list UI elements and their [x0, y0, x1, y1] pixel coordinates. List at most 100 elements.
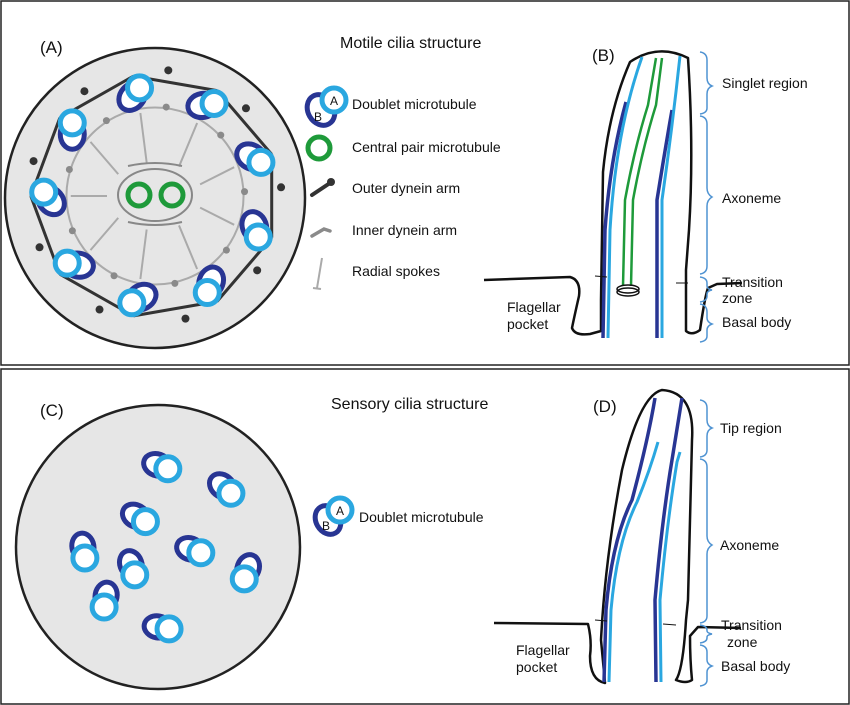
sensory-cross-section — [14, 403, 302, 691]
doublet-microtubule — [29, 177, 67, 218]
a-tubule — [52, 248, 82, 278]
doublet-ring — [29, 73, 276, 318]
legend-radial-spoke-icon — [312, 257, 323, 290]
outer-dynein-arm — [80, 87, 89, 96]
motile-title: Motile cilia structure — [340, 35, 481, 52]
panel-bottom-frame — [0, 368, 850, 705]
doublet-microtubule — [57, 108, 87, 152]
outer-dynein-arm — [95, 305, 104, 314]
outer-dynein-arm — [181, 314, 190, 323]
inner-dynein-group — [65, 103, 249, 287]
motile-cross-section — [3, 46, 307, 350]
sensory-doublet-b-right — [653, 397, 684, 683]
legend-outer-dynein-label: Outer dynein arm — [352, 180, 460, 196]
outer-dynein-arm — [35, 243, 44, 252]
label-sensory-basal-body: Basal body — [721, 658, 790, 674]
legend-sensory-b-letter: B — [322, 519, 330, 533]
panel-c-label: (C) — [40, 401, 64, 420]
legend-central-pair-label: Central pair microtubule — [352, 139, 501, 155]
legend-inner-dynein-label: Inner dynein arm — [352, 222, 457, 238]
label-sensory-transition: Transition — [721, 617, 782, 633]
doublet-microtubule — [119, 501, 160, 537]
a-tubule — [153, 454, 183, 484]
sensory-transition-fibre — [594, 619, 608, 622]
motile-cilium-longitudinal — [483, 50, 743, 339]
motile-doublet-b-right — [655, 109, 674, 338]
doublet-microtubule — [116, 73, 155, 113]
sensory-doublet-b-left — [602, 397, 657, 683]
a-tubule — [216, 478, 246, 508]
central-pair-microtubule — [125, 181, 153, 209]
inner-dynein-arm — [171, 279, 179, 287]
legend-central-pair-icon — [305, 134, 333, 162]
motile-central-pair-right — [629, 57, 664, 287]
label-sensory-transition-zone: zone — [727, 634, 758, 650]
a-tubule — [186, 538, 216, 568]
radial-spoke — [139, 229, 148, 280]
scattered-doublets — [69, 450, 263, 644]
outer-dynein-arm — [277, 183, 286, 192]
label-basal-body: Basal body — [722, 314, 791, 330]
label-pocket: pocket — [507, 316, 548, 332]
inner-dynein-arm — [222, 246, 230, 254]
central-sheath-top — [127, 162, 183, 167]
inner-dynein-arm — [68, 227, 76, 235]
bracket-basal — [699, 303, 715, 343]
label-flagellar: Flagellar — [507, 299, 561, 315]
outer-dynein-arm — [241, 104, 250, 113]
bracket-sensory-basal — [699, 644, 715, 687]
radial-spoke — [89, 141, 119, 175]
doublet-microtubule — [52, 248, 96, 280]
radial-spoke — [178, 122, 199, 167]
a-tubule — [57, 108, 87, 138]
a-tubule — [70, 543, 100, 573]
bracket-transition — [699, 276, 713, 303]
doublet-microtubule — [207, 471, 246, 508]
label-singlet-region: Singlet region — [722, 75, 808, 91]
doublet-microtubule — [141, 613, 184, 644]
a-tubule — [89, 592, 119, 622]
legend-radial-spokes-label: Radial spokes — [352, 263, 440, 279]
motile-doublet-a-right — [660, 55, 682, 338]
panel-top-frame — [0, 0, 850, 366]
sensory-transition-fibre — [662, 623, 677, 626]
inner-ring — [65, 106, 245, 286]
radial-spoke — [199, 206, 235, 226]
a-tubule — [229, 564, 259, 594]
outer-dynein-arm — [164, 66, 173, 75]
doublet-microtubule — [116, 548, 150, 590]
bracket-sensory-transition — [699, 624, 713, 644]
doublet-microtubule — [69, 530, 100, 573]
radial-spokes-group — [65, 106, 245, 286]
doublet-microtubule — [229, 552, 263, 594]
doublet-microtubule — [174, 534, 216, 568]
outer-ring — [29, 74, 274, 318]
doublet-microtubule — [117, 281, 159, 318]
motile-region-brackets — [699, 51, 715, 343]
doublet-microtubule — [234, 141, 276, 177]
bracket-singlet — [699, 51, 715, 115]
legend-b-letter: B — [314, 110, 322, 124]
motile-doublet-a-left — [606, 56, 644, 339]
dynein-ring — [29, 66, 286, 323]
inner-dynein-arm — [217, 131, 225, 139]
sensory-cell-outline — [14, 403, 302, 691]
label-transition: Transition — [722, 274, 783, 290]
a-tubule — [120, 560, 150, 590]
sensory-region-brackets — [699, 399, 715, 687]
a-tubule — [246, 147, 276, 177]
radial-spoke — [178, 225, 199, 270]
a-tubule — [29, 177, 59, 207]
legend-sensory-doublet-label: Doublet microtubule — [359, 509, 484, 525]
legend-doublet-icon: A B — [304, 85, 349, 128]
a-tubule — [125, 73, 155, 103]
doublet-microtubule — [192, 264, 227, 307]
legend-sensory: A B Doublet microtubule — [312, 495, 484, 537]
legend-sensory-doublet-icon: A B — [312, 495, 355, 537]
inner-dynein-arm — [162, 103, 170, 111]
a-tubule — [154, 614, 184, 644]
label-tip-region: Tip region — [720, 420, 782, 436]
central-pair — [117, 162, 193, 226]
sensory-title: Sensory cilia structure — [331, 396, 488, 413]
